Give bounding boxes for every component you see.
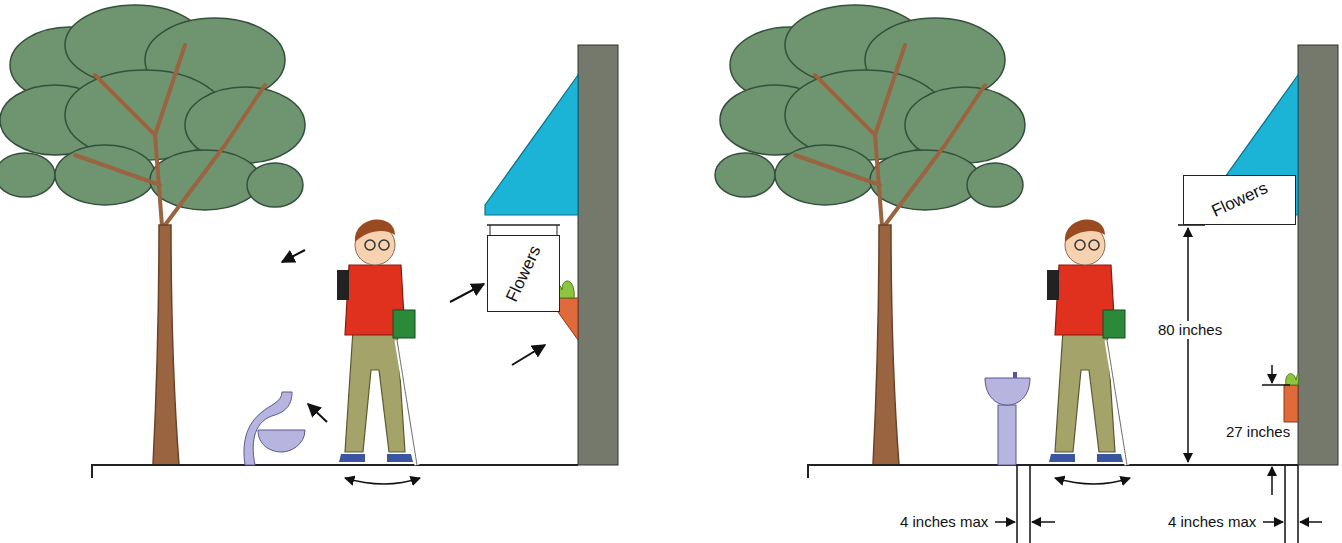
shop-sign: Flowers	[487, 235, 560, 312]
shop-sign: Flowers	[1183, 175, 1296, 225]
sign-text: Flowers	[1208, 178, 1270, 221]
dimension-label: 27 inches	[1224, 423, 1292, 441]
dimension-label: 80 inches	[1156, 321, 1224, 339]
dimension-label: 4 inches max	[1166, 513, 1258, 531]
dimension-label: 4 inches max	[898, 513, 990, 531]
sign-text: Flowers	[502, 242, 545, 304]
